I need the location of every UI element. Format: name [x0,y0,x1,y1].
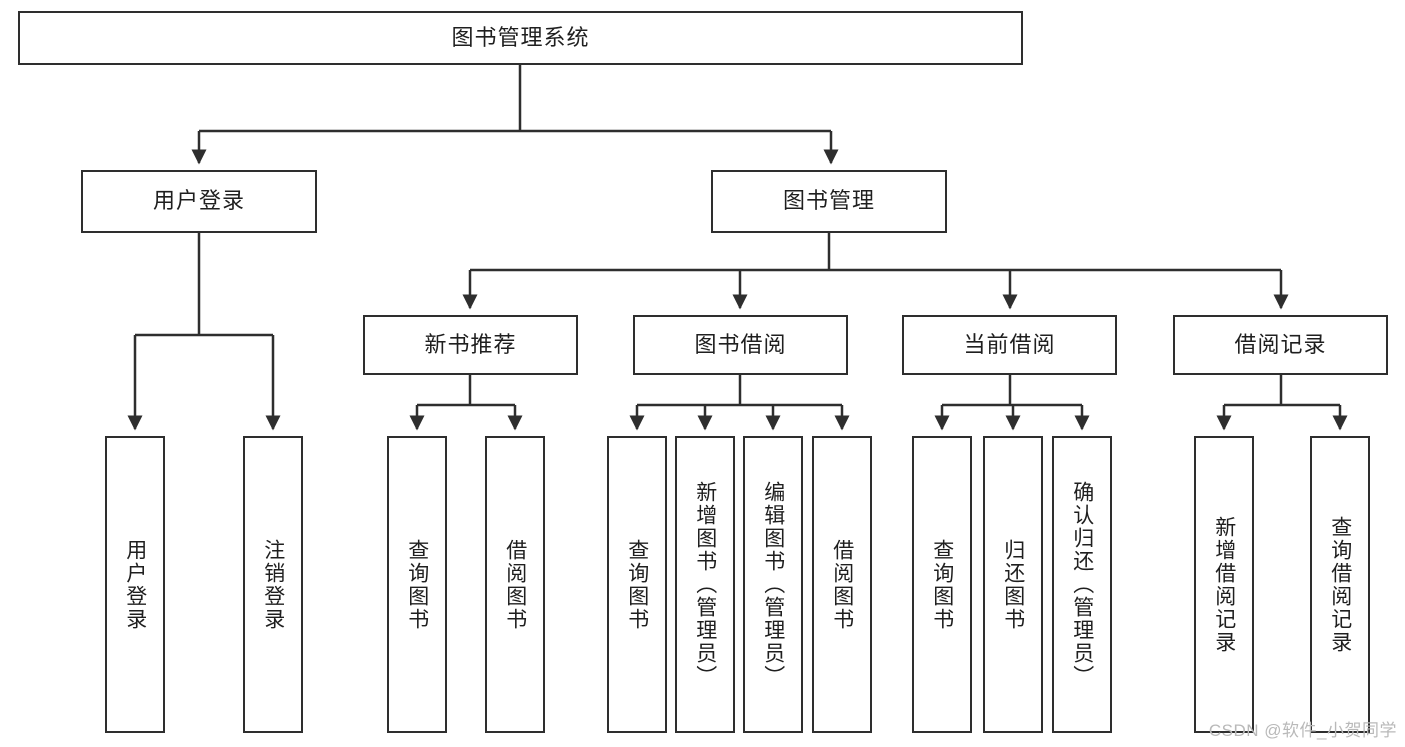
csdn-watermark: CSDN @软件_小贺同学 [1208,721,1397,740]
node-book-manage-label: 图书管理 [782,188,875,214]
leaf-add-record-label: 新增借阅记录 [1212,515,1236,654]
node-current-borrow-label: 当前借阅 [963,331,1056,357]
leaf-query-record[interactable]: 查询借阅记录 [1310,436,1370,733]
leaf-return-book-label: 归还图书 [1001,538,1025,631]
node-user-login[interactable]: 用户登录 [81,170,317,233]
leaf-add-book[interactable]: 新增图书（管理员） [675,436,735,733]
leaf-confirm-return[interactable]: 确认归还（管理员） [1052,436,1112,733]
leaf-user-login[interactable]: 用户登录 [105,436,165,733]
node-root-label: 图书管理系统 [451,24,590,50]
leaf-query-book-3-label: 查询图书 [930,538,954,631]
leaf-borrow-book-2[interactable]: 借阅图书 [812,436,872,733]
leaf-add-record[interactable]: 新增借阅记录 [1194,436,1254,733]
node-borrow-record-label: 借阅记录 [1234,331,1327,357]
leaf-query-book-1[interactable]: 查询图书 [387,436,447,733]
leaf-user-logout-label: 注销登录 [261,538,285,631]
leaf-edit-book[interactable]: 编辑图书（管理员） [743,436,803,733]
node-current-borrow[interactable]: 当前借阅 [902,315,1117,375]
leaf-borrow-book-1-label: 借阅图书 [503,538,527,631]
leaf-borrow-book-1[interactable]: 借阅图书 [485,436,545,733]
leaf-query-book-2-label: 查询图书 [625,538,649,631]
leaf-user-logout[interactable]: 注销登录 [243,436,303,733]
leaf-query-book-3[interactable]: 查询图书 [912,436,972,733]
node-book-borrow-label: 图书借阅 [694,331,787,357]
node-book-manage[interactable]: 图书管理 [711,170,947,233]
node-new-book-rec-label: 新书推荐 [424,331,517,357]
node-root[interactable]: 图书管理系统 [18,11,1023,65]
leaf-user-login-label: 用户登录 [123,538,147,631]
node-borrow-record[interactable]: 借阅记录 [1173,315,1388,375]
leaf-add-book-label: 新增图书（管理员） [693,481,717,688]
leaf-query-book-1-label: 查询图书 [405,538,429,631]
node-new-book-rec[interactable]: 新书推荐 [363,315,578,375]
node-user-login-label: 用户登录 [152,188,245,214]
leaf-query-record-label: 查询借阅记录 [1328,515,1352,654]
leaf-edit-book-label: 编辑图书（管理员） [761,481,785,688]
leaf-return-book[interactable]: 归还图书 [983,436,1043,733]
leaf-borrow-book-2-label: 借阅图书 [830,538,854,631]
node-book-borrow[interactable]: 图书借阅 [633,315,848,375]
leaf-confirm-return-label: 确认归还（管理员） [1070,481,1094,688]
leaf-query-book-2[interactable]: 查询图书 [607,436,667,733]
